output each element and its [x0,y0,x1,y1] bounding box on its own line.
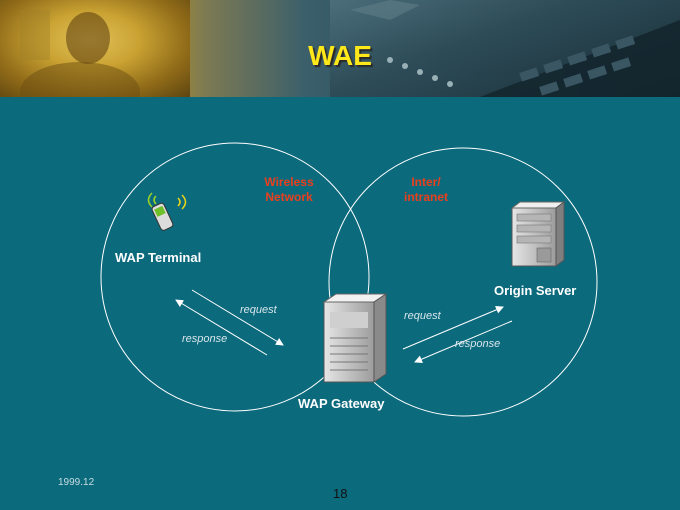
wap-terminal-label: WAP Terminal [115,250,202,265]
left-response-label: response [182,333,228,345]
header-banner: WAE [0,0,680,97]
left-request-arrow [191,289,284,346]
internet-label-line2: intranet [403,190,448,204]
gateway-server-icon [322,293,388,383]
wap-gateway-label: WAP Gateway [298,396,385,411]
internet-label-line1: Inter/ [411,175,441,189]
right-response-arrow [414,320,513,363]
wireless-network-label: Wireless Network [253,175,325,205]
slide-date: 1999.12 [58,477,95,488]
left-request-label: request [240,304,277,316]
mobile-phone-icon [147,192,187,231]
internet-label: Inter/ intranet [390,175,462,205]
person-with-phone-photo [0,0,190,97]
origin-server-label: Origin Server [494,283,577,298]
internet-circle [328,147,598,417]
right-request-arrow [402,306,504,350]
wireless-network-circle [100,142,370,412]
wireless-network-label-line2: Network [265,190,313,204]
slide-title: WAE [308,40,372,71]
right-response-label: response [455,338,501,350]
page-number: 18 [333,486,348,501]
wireless-network-label-line1: Wireless [264,175,314,189]
left-response-arrow [175,299,268,356]
laptop-keyboard-photo [330,0,680,97]
origin-server-icon [510,201,566,267]
right-request-label: request [404,310,441,322]
